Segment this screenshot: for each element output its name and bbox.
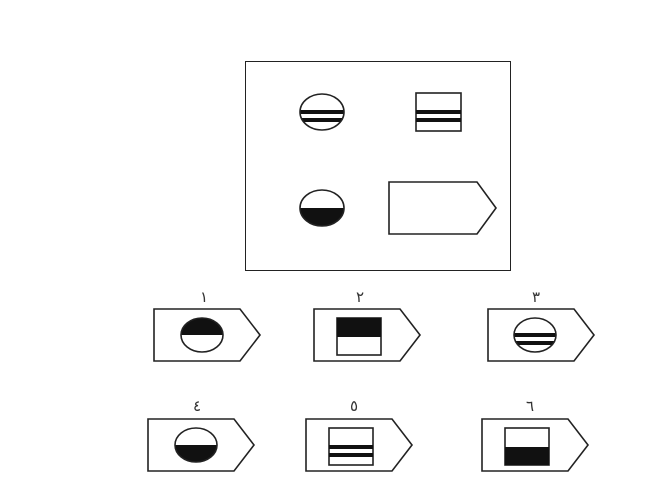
- option-6[interactable]: [481, 418, 593, 474]
- option-4-number: ٤: [192, 397, 202, 415]
- option-4[interactable]: [147, 418, 259, 474]
- option-5[interactable]: [305, 418, 417, 474]
- option-6-number: ٦: [525, 397, 535, 415]
- option-5-number: ٥: [349, 397, 359, 415]
- puzzle-frame: [245, 61, 511, 271]
- option-1-number: ١: [199, 288, 209, 306]
- option-3-number: ٣: [531, 288, 541, 306]
- option-3[interactable]: [487, 308, 599, 364]
- puzzle-missing-arrow-shape: [388, 181, 497, 235]
- option-2-number: ٢: [355, 288, 365, 306]
- puzzle-ellipse-bottom-half-black: [299, 189, 345, 227]
- option-2[interactable]: [313, 308, 425, 364]
- option-1[interactable]: [153, 308, 265, 364]
- puzzle-ellipse-double-bar: [299, 93, 345, 131]
- puzzle-rectangle-double-bar: [415, 92, 462, 132]
